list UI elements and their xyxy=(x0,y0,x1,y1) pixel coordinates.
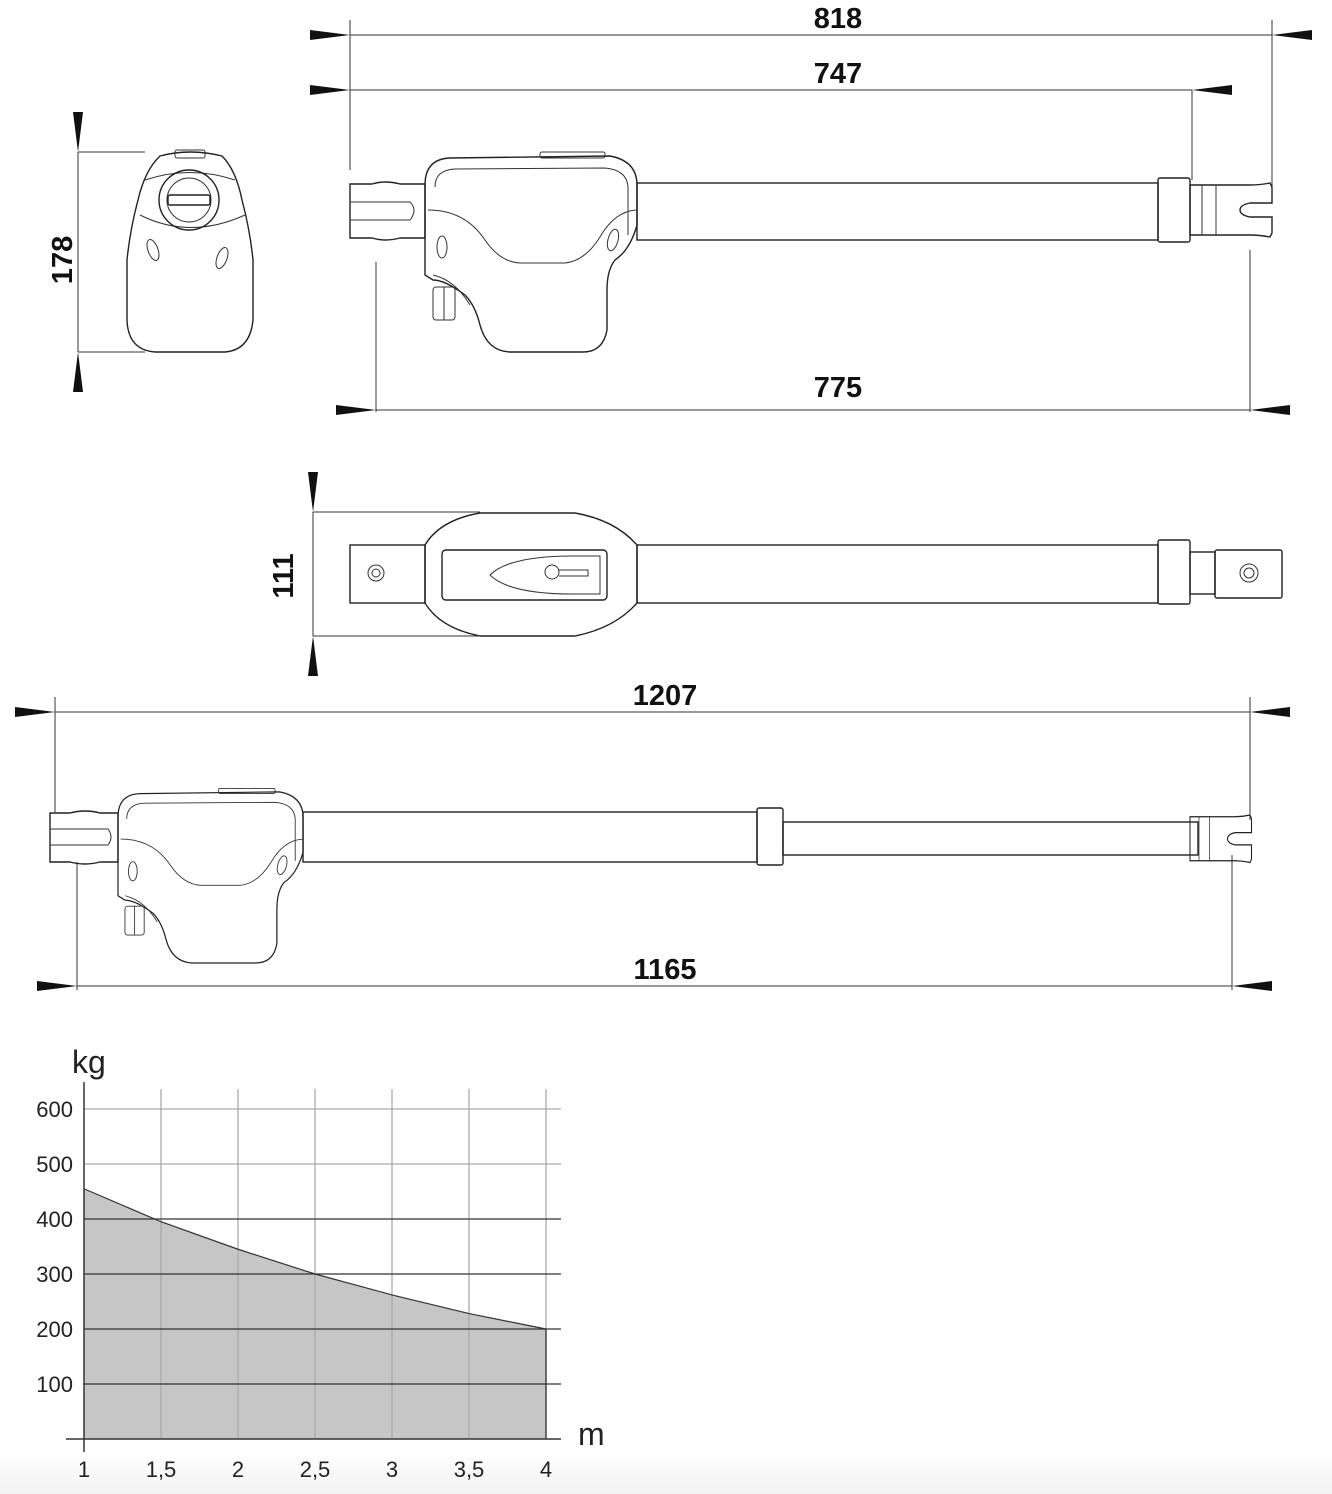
x-tick-label: 1,5 xyxy=(146,1457,177,1482)
x-tick-label: 3 xyxy=(386,1457,398,1482)
y-tick-label: 100 xyxy=(36,1372,73,1397)
capacity-curve xyxy=(83,1188,547,1330)
load-chart: kg m 1 1,5 2 2,5 3 3,5 4 100 200 300 400 500 600 xyxy=(36,1044,604,1482)
actuator-tube-extended xyxy=(302,811,758,863)
extended-rod xyxy=(782,821,1199,856)
rear-bracket-top xyxy=(349,544,426,604)
bottom-strip xyxy=(0,1452,1332,1494)
x-axis-unit: m xyxy=(578,1416,605,1452)
dimension-label-178: 178 xyxy=(47,236,79,284)
dimension-label-775: 775 xyxy=(814,372,862,404)
key-icon xyxy=(559,569,589,577)
y-tick-label: 200 xyxy=(36,1317,73,1342)
top-view: 111 xyxy=(268,472,1283,676)
actuator-tube xyxy=(636,182,1159,241)
x-tick-label: 3,5 xyxy=(454,1457,485,1482)
actuator-tube-top xyxy=(636,544,1159,604)
y-tick-label: 500 xyxy=(36,1152,73,1177)
y-tick-label: 400 xyxy=(36,1207,73,1232)
end-cap xyxy=(1157,177,1191,243)
dimension-label-111: 111 xyxy=(268,553,300,598)
y-tick-label: 300 xyxy=(36,1262,73,1287)
motor-housing xyxy=(424,151,638,353)
x-tick-label: 4 xyxy=(540,1457,552,1482)
x-tick-label: 2 xyxy=(232,1457,244,1482)
side-view-retracted: 818 747 775 xyxy=(310,3,1312,415)
x-tick-label: 2,5 xyxy=(300,1457,331,1482)
motor-housing-top xyxy=(424,512,638,637)
dimension-label-818: 818 xyxy=(814,3,862,35)
y-tick-label: 600 xyxy=(36,1097,73,1122)
y-axis-unit: kg xyxy=(72,1044,106,1080)
dimension-label-747: 747 xyxy=(814,58,862,90)
dimension-label-1207: 1207 xyxy=(633,680,698,712)
dimension-label-1165: 1165 xyxy=(634,954,697,986)
side-view-extended: 1207 1165 xyxy=(15,680,1290,991)
x-tick-label: 1 xyxy=(78,1457,90,1482)
front-view: 178 xyxy=(47,112,254,392)
